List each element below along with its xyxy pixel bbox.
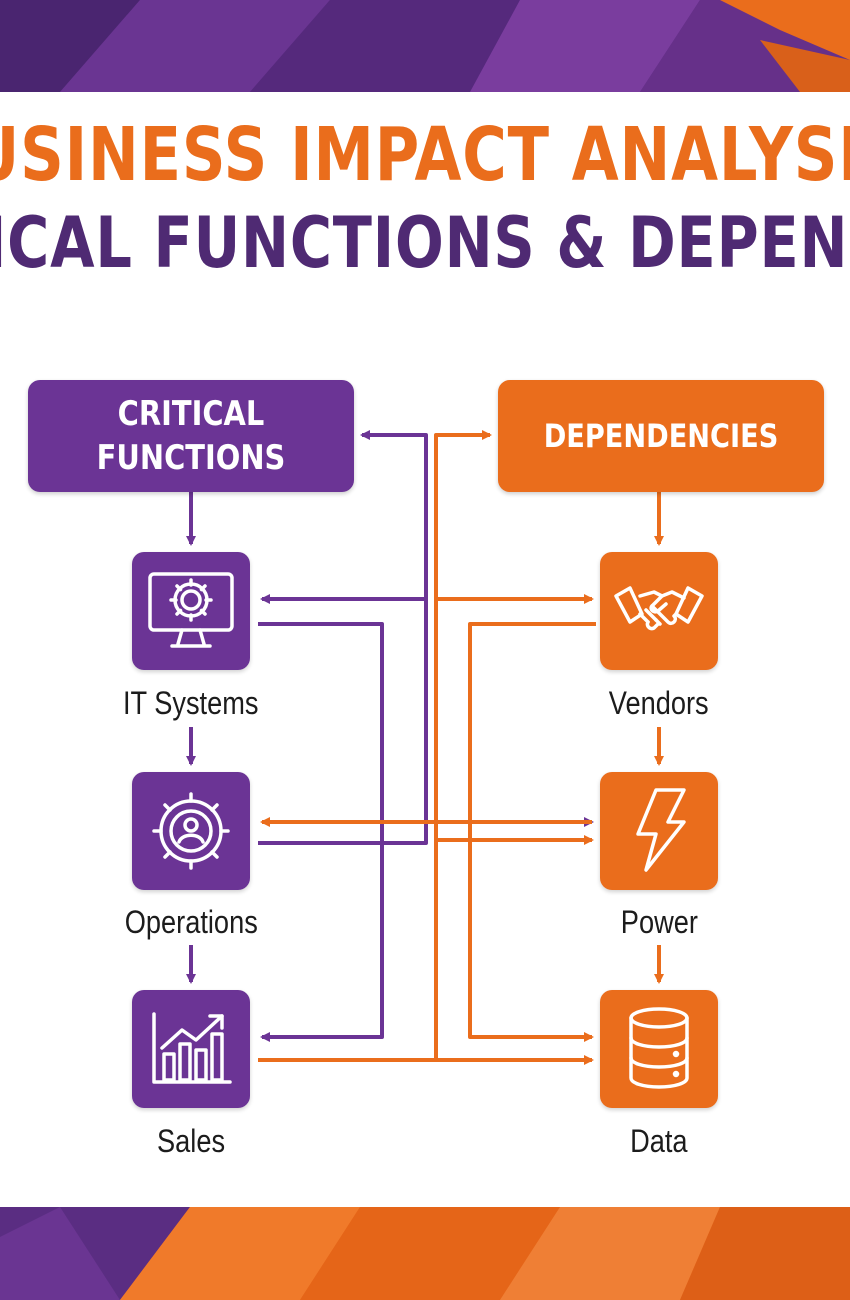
sales-label: Sales (156, 1123, 226, 1159)
data-label: Data (630, 1123, 688, 1159)
dependencies-header: DEPENDENCIES (498, 380, 824, 492)
it-systems-node (132, 552, 250, 670)
gear-person-icon (152, 792, 230, 870)
critical-functions-header: CRITICAL FUNCTIONS (28, 380, 354, 492)
monitor-gear-icon (148, 572, 234, 648)
bar-chart-arrow-icon (152, 1012, 232, 1084)
handshake-icon (614, 586, 704, 631)
link-vendors-to-data (468, 622, 596, 1042)
dependency-diagram: CRITICAL FUNCTIONS DEPENDENCIES IT Syste… (0, 292, 850, 1207)
operations-node (132, 772, 250, 890)
sales-node (132, 990, 250, 1108)
page-subtitle: TICAL FUNCTIONS & DEPENDENC (0, 202, 850, 284)
critical-functions-label: CRITICAL FUNCTIONS (96, 394, 286, 478)
page-title: USINESS IMPACT ANALYSI (0, 112, 850, 198)
top-banner (0, 0, 850, 92)
link-to-dependencies (434, 430, 492, 1062)
lightning-icon (636, 788, 686, 872)
connector-lines (186, 430, 664, 1065)
vendors-label: Vendors (609, 685, 709, 721)
dependencies-label: DEPENDENCIES (543, 417, 779, 455)
bottom-banner (0, 1207, 850, 1300)
link-it-to-sales (258, 622, 384, 1042)
operations-label: Operations (124, 904, 258, 940)
database-icon (629, 1007, 689, 1089)
power-label: Power (620, 904, 698, 940)
power-node (600, 772, 718, 890)
data-node (600, 990, 718, 1108)
it-systems-label: IT Systems (123, 685, 259, 721)
vendors-node (600, 552, 718, 670)
title-area: USINESS IMPACT ANALYSI TICAL FUNCTIONS &… (0, 92, 850, 292)
link-to-critical-functions (360, 430, 428, 822)
